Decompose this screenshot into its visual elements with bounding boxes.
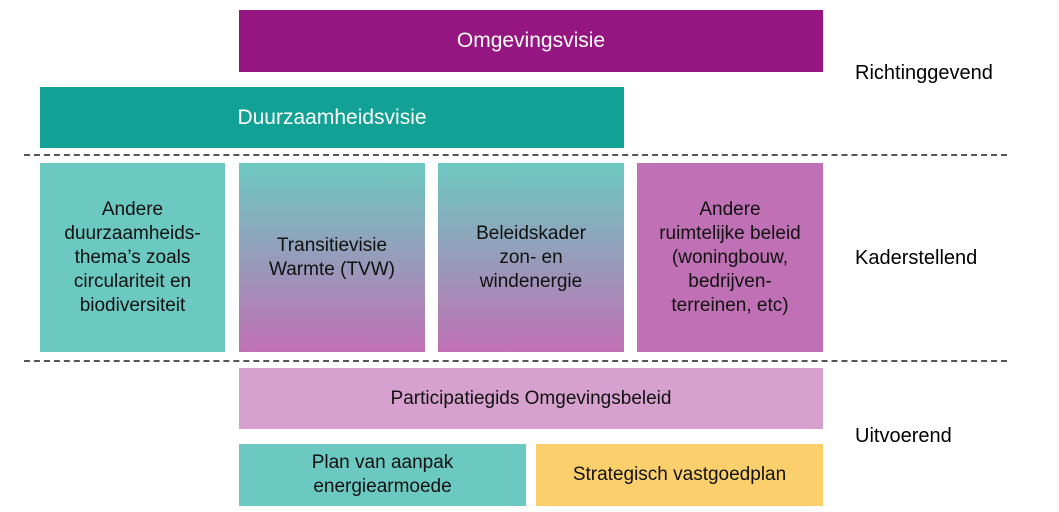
tvw-label: Transitievisie Warmte (TVW) <box>269 234 395 280</box>
duurzaamheidsvisie-box: Duurzaamheidsvisie <box>40 87 624 148</box>
vastgoedplan-box: Strategisch vastgoedplan <box>536 444 823 506</box>
beleidskader-label: Beleidskader zon- en windenergie <box>476 222 586 292</box>
andere-duurzaamheid-label: Andere duurzaamheids-thema’s zoals circu… <box>64 198 201 316</box>
omgevingsvisie-box: Omgevingsvisie <box>239 10 823 72</box>
divider-bottom <box>24 360 1007 362</box>
tvw-box: Transitievisie Warmte (TVW) <box>239 163 425 352</box>
tier-label-uitvoerend: Uitvoerend <box>855 425 952 447</box>
beleidskader-box: Beleidskader zon- en windenergie <box>438 163 624 352</box>
andere-ruimtelijk-label: Andere ruimtelijke beleid (woningbouw, b… <box>659 198 801 316</box>
energiearmoede-label: Plan van aanpak energiearmoede <box>311 452 454 497</box>
energiearmoede-box: Plan van aanpak energiearmoede <box>239 444 526 506</box>
andere-duurzaamheid-box: Andere duurzaamheids-thema’s zoals circu… <box>40 163 225 352</box>
tier-label-kaderstellend: Kaderstellend <box>855 247 978 269</box>
duurzaamheidsvisie-label: Duurzaamheidsvisie <box>237 105 427 129</box>
participatiegids-box: Participatiegids Omgevingsbeleid <box>239 368 823 429</box>
vastgoedplan-label: Strategisch vastgoedplan <box>572 464 787 485</box>
divider-top <box>24 154 1007 156</box>
andere-ruimtelijk-box: Andere ruimtelijke beleid (woningbouw, b… <box>637 163 823 352</box>
participatiegids-label: Participatiegids Omgevingsbeleid <box>390 387 672 409</box>
tier-label-richtinggevend: Richtinggevend <box>855 62 993 84</box>
omgevingsvisie-label: Omgevingsvisie <box>456 29 606 52</box>
